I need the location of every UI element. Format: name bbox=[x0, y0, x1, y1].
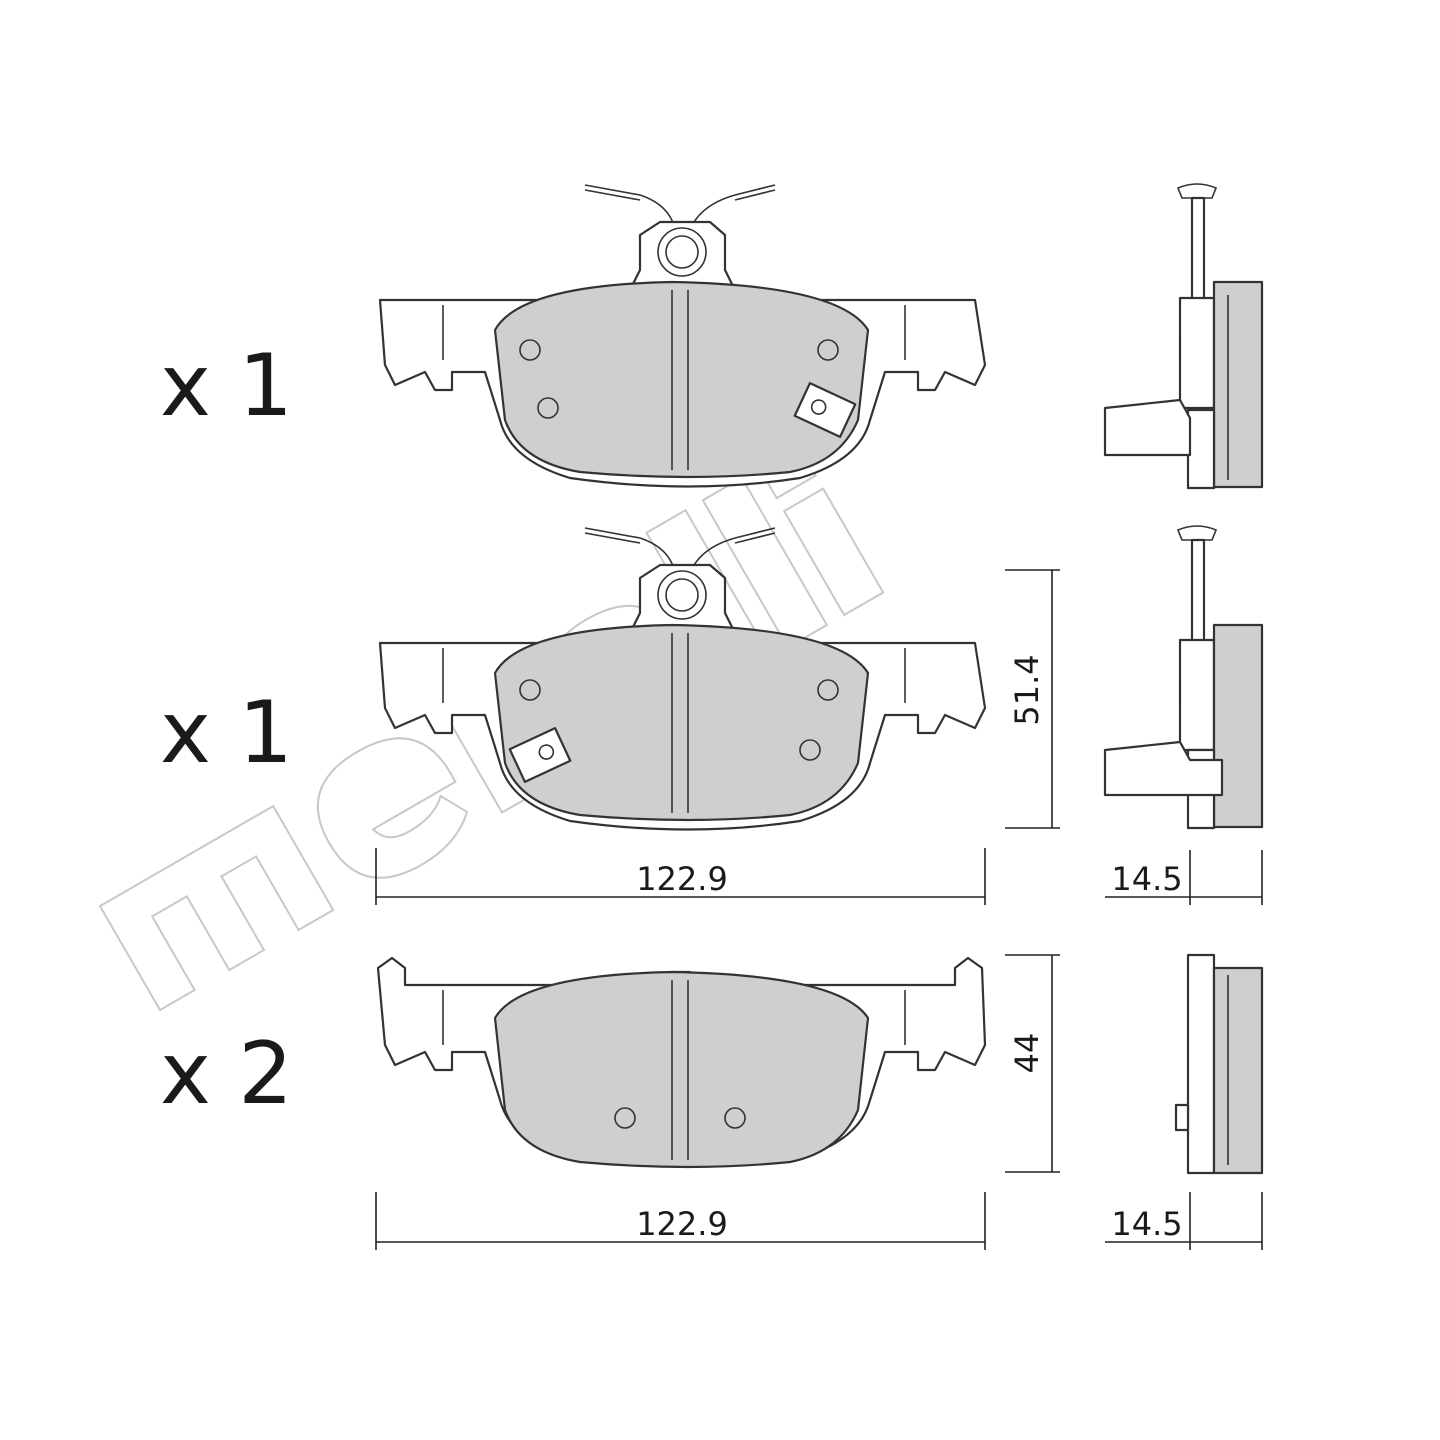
brake-pad-side-view-1 bbox=[1103, 183, 1264, 490]
quantity-label-2: x 1 bbox=[160, 683, 293, 783]
brake-pad-side-view-2 bbox=[1103, 525, 1264, 830]
thickness-label-1: 14.5 bbox=[1111, 860, 1182, 898]
width-label-2: 122.9 bbox=[636, 1205, 728, 1243]
dimension-width-2: 122.9 bbox=[375, 1192, 986, 1250]
dimension-thickness-2: 14.5 bbox=[1105, 1192, 1263, 1250]
friction-material bbox=[493, 970, 870, 1169]
thickness-label-2: 14.5 bbox=[1111, 1205, 1182, 1243]
height-label-1: 51.4 bbox=[1008, 654, 1046, 725]
quantity-label-1: x 1 bbox=[160, 336, 293, 436]
dimension-height-2: 44 bbox=[1005, 954, 1060, 1173]
quantity-label-3: x 2 bbox=[160, 1024, 293, 1124]
brake-pad-side-view-3 bbox=[1174, 953, 1264, 1175]
dimension-height-1: 51.4 bbox=[1005, 569, 1060, 829]
dimension-width-1: 122.9 bbox=[375, 848, 986, 905]
height-label-2: 44 bbox=[1008, 1033, 1046, 1074]
brake-pad-front-view-2 bbox=[378, 527, 987, 831]
friction-material bbox=[493, 280, 870, 479]
width-label-1: 122.9 bbox=[636, 860, 728, 898]
brake-pad-front-view-1 bbox=[378, 184, 987, 488]
dimension-thickness-1: 14.5 bbox=[1105, 850, 1263, 905]
brake-pad-front-view-3 bbox=[376, 956, 987, 1169]
friction-material bbox=[493, 623, 870, 822]
